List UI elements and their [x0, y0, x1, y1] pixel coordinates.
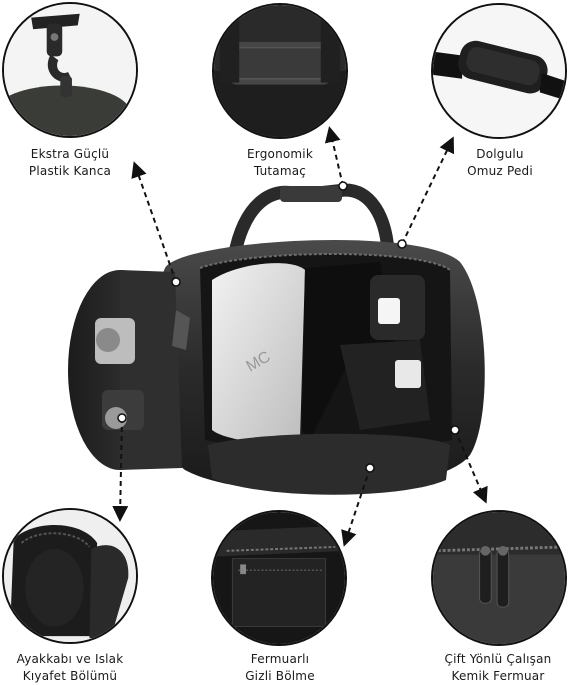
label-zipper-line1: Çift Yönlü Çalışan — [444, 652, 552, 666]
label-shoe-compartment-line1: Ayakkabı ve Islak — [16, 652, 124, 666]
towel-brand-mark: MC — [244, 348, 274, 375]
handle-detail-photo — [212, 3, 348, 139]
plastic-hook-icon — [4, 4, 136, 136]
arrow-shoe-compartment — [112, 417, 129, 522]
arrow-hook — [131, 161, 177, 283]
label-shoulder-pad-line2: Omuz Pedi — [467, 164, 533, 178]
shoulder-pad-icon — [433, 5, 565, 137]
label-hook: Ekstra Güçlü Plastik Kanca — [0, 146, 140, 180]
label-shoe-compartment-line2: Kıyafet Bölümü — [22, 669, 118, 683]
hook-detail-photo — [2, 2, 138, 138]
label-shoulder-pad-line1: Dolgulu — [476, 147, 524, 161]
label-shoe-compartment: Ayakkabı ve Islak Kıyafet Bölümü — [0, 651, 140, 685]
label-zipper: Çift Yönlü Çalışan Kemik Fermuar — [427, 651, 569, 685]
hidden-pocket-icon — [213, 512, 345, 644]
label-hook-line1: Ekstra Güçlü — [30, 147, 110, 161]
label-zipper-line2: Kemik Fermuar — [451, 669, 545, 683]
shoe-compartment-icon — [4, 510, 136, 642]
label-handle-line1: Ergonomik — [247, 147, 313, 161]
shoulder-pad-detail-photo — [431, 3, 567, 139]
handle-icon — [214, 5, 346, 137]
hidden-pocket-detail-photo — [211, 510, 347, 646]
label-handle-line2: Tutamaç — [253, 164, 307, 178]
label-hook-line2: Plastik Kanca — [28, 164, 112, 178]
label-hidden-pocket-line1: Fermuarlı — [250, 652, 310, 666]
arrow-zipper — [454, 429, 488, 504]
label-hidden-pocket: Fermuarlı Gizli Bölme — [210, 651, 350, 685]
label-shoulder-pad: Dolgulu Omuz Pedi — [430, 146, 569, 180]
zipper-detail-photo — [431, 510, 567, 646]
label-handle: Ergonomik Tutamaç — [210, 146, 350, 180]
arrow-hidden-pocket — [341, 467, 371, 547]
shoe-compartment-detail-photo — [2, 508, 138, 644]
label-hidden-pocket-line2: Gizli Bölme — [245, 669, 315, 683]
zipper-pull-icon — [433, 512, 565, 644]
